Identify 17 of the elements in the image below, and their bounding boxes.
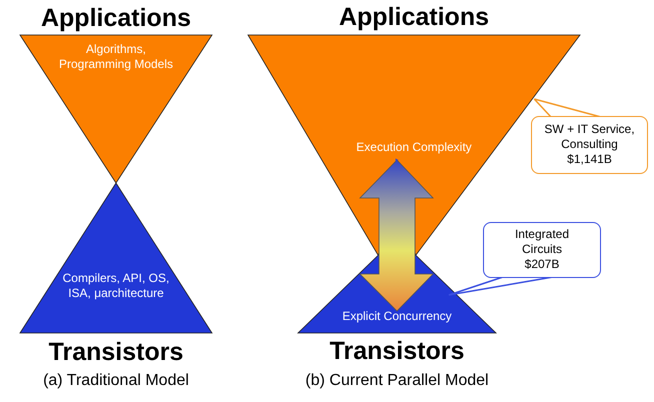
callout-tail — [533, 98, 602, 118]
inverted-triangle — [20, 35, 212, 183]
heading: Applications — [338, 3, 490, 32]
triangle — [298, 255, 496, 333]
triangle-label: Algorithms, Programming Models — [58, 42, 174, 72]
callout-box: SW + IT Service, Consulting $1,141B — [531, 116, 648, 174]
caption: (a) Traditional Model — [42, 372, 190, 390]
triangle — [20, 183, 212, 333]
caption: (b) Current Parallel Model — [304, 372, 490, 390]
triangle-label: Explicit Concurrency — [341, 309, 453, 324]
heading: Applications — [40, 4, 192, 33]
heading: Transistors — [48, 338, 184, 367]
heading: Transistors — [328, 337, 466, 366]
double-arrow — [359, 158, 434, 312]
triangle-label: Execution Complexity — [355, 140, 473, 155]
callout-box: Integrated Circuits $207B — [483, 222, 601, 278]
triangle-label: Compilers, API, OS, ISA, μarchitecture — [62, 271, 170, 301]
